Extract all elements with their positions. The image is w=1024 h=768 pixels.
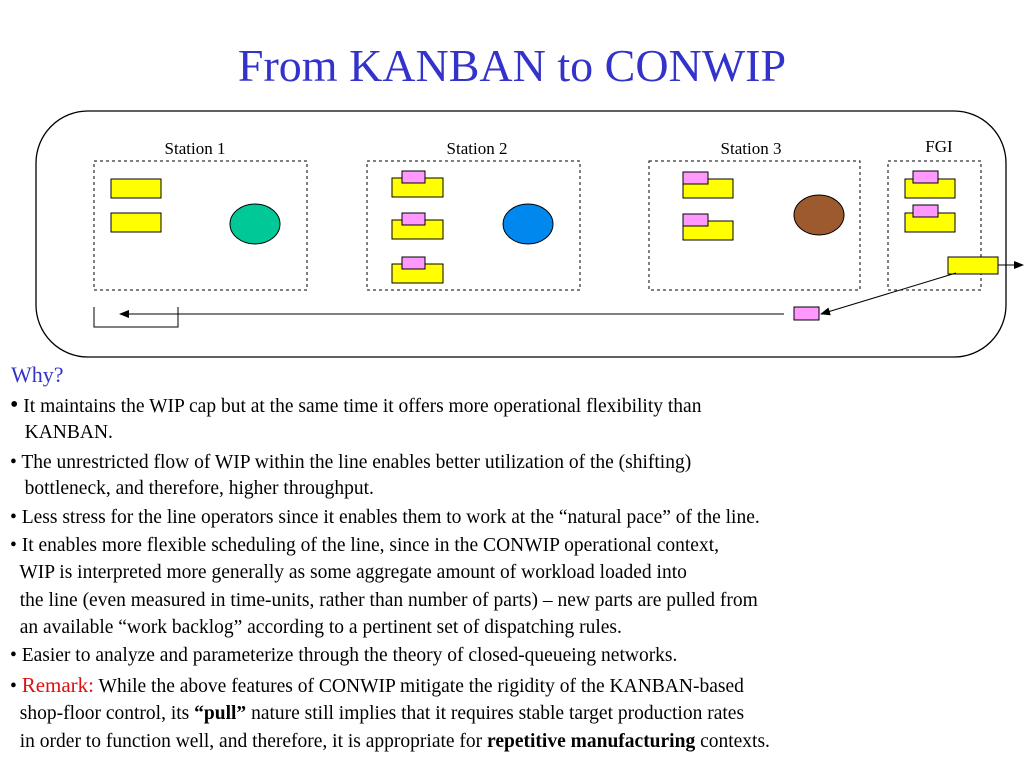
outgoing-part-card	[947, 256, 999, 275]
bullet-5-line-1: • Easier to analyze and parameterize thr…	[10, 645, 678, 666]
bullet-1-line-1: • It maintains the WIP cap but at the sa…	[10, 392, 702, 418]
bullet-1-line-2: KANBAN.	[10, 422, 113, 443]
bullet-6-line-3: in order to function well, and therefore…	[10, 731, 770, 752]
kanban-release-arrow	[820, 272, 957, 316]
station-1-box	[93, 160, 308, 291]
production-line-loop	[35, 110, 1007, 358]
bullet-6-line-2: shop-floor control, its “pull” nature st…	[10, 703, 745, 724]
station-3-machine	[793, 194, 845, 236]
why-heading: Why?	[11, 362, 64, 387]
station-2-kanban-tag	[401, 170, 426, 184]
bullet-6-line-1: • Remark: While the above features of CO…	[10, 673, 744, 697]
station-3-kanban-tag	[682, 213, 709, 227]
slide-title: From KANBAN to CONWIP	[237, 40, 787, 91]
bullet-2-line-2: bottleneck, and therefore, higher throug…	[10, 478, 374, 499]
station-1-label: Station 1	[165, 139, 226, 158]
station-3-kanban-tag	[682, 171, 709, 185]
station-1-machine	[229, 203, 281, 245]
conwip-diagram: Station 1 Station 2 Station 3 FGI	[35, 110, 1024, 358]
station-2-box	[366, 160, 581, 291]
station-2-machine	[502, 203, 554, 245]
bullet-4-line-3: the line (even measured in time-units, r…	[10, 590, 758, 611]
bullet-3-line-1: • Less stress for the line operators sin…	[10, 507, 760, 528]
repetitive-manufacturing-emphasis: repetitive manufacturing	[487, 731, 696, 752]
fgi-kanban-tag	[912, 204, 939, 218]
station-2-label: Station 2	[447, 139, 508, 158]
bullet-4-line-4: an available “work backlog” according to…	[10, 617, 622, 638]
pull-emphasis: “pull”	[194, 703, 247, 724]
station-3-label: Station 3	[721, 139, 782, 158]
remark-label: Remark:	[21, 673, 95, 697]
station-2-kanban-tag	[401, 256, 426, 270]
fgi-kanban-tag	[912, 170, 939, 184]
fgi-label: FGI	[925, 137, 953, 156]
station-1-card	[110, 212, 162, 233]
station-1-kanban-inbox	[93, 307, 179, 328]
bullet-4-line-1: • It enables more flexible scheduling of…	[10, 535, 719, 556]
station-3-box	[648, 160, 861, 291]
bullet-2-line-1: • The unrestricted flow of WIP within th…	[10, 452, 692, 473]
station-1-card	[110, 178, 162, 199]
fgi-box	[887, 160, 982, 291]
station-2-kanban-tag	[401, 212, 426, 226]
returning-kanban-tag	[793, 306, 820, 321]
bullet-4-line-2: WIP is interpreted more generally as som…	[10, 562, 687, 583]
